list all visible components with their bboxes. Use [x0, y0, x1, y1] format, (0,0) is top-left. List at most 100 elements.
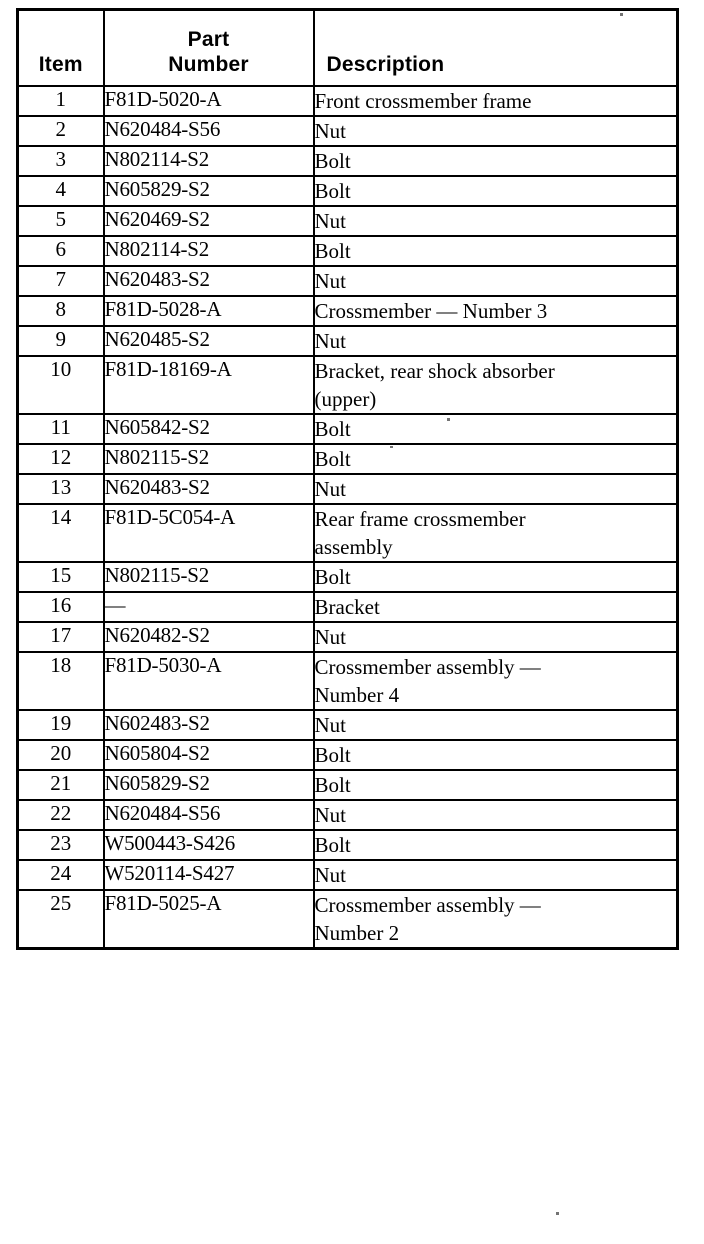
scan-speckle: [390, 446, 393, 448]
cell-part-number: N620485-S2: [102, 325, 315, 357]
cell-item: 9: [16, 325, 105, 357]
column-header-item-label: Item: [38, 53, 83, 76]
cell-part-number: F81D-5028-A: [102, 295, 315, 327]
cell-description: Nut: [312, 859, 679, 891]
cell-part-number: N605829-S2: [102, 769, 315, 801]
cell-part-number: N802115-S2: [102, 443, 315, 475]
cell-part-number: F81D-5020-A: [102, 85, 315, 117]
table-header: Item Part Number Description: [16, 8, 679, 87]
description-line: Number 2: [314, 921, 400, 945]
cell-part-number: N802115-S2: [102, 561, 315, 593]
cell-description: Crossmember — Number 3: [312, 295, 679, 327]
description-line: Bolt: [314, 179, 351, 203]
cell-item: 4: [16, 175, 105, 207]
cell-item: 13: [16, 473, 105, 505]
cell-item: 19: [16, 709, 105, 741]
column-header-part-number: Part Number: [102, 8, 315, 87]
cell-item: 11: [16, 413, 105, 445]
cell-description: Nut: [312, 205, 679, 237]
cell-description: Bolt: [312, 829, 679, 861]
description-line: Nut: [314, 119, 347, 143]
cell-description: Bracket, rear shock absorber(upper): [312, 355, 679, 415]
description-line: Bolt: [314, 833, 351, 857]
cell-part-number: F81D-18169-A: [102, 355, 315, 415]
cell-item: 25: [16, 889, 105, 950]
column-header-description-label: Description: [326, 53, 445, 76]
cell-item: 14: [16, 503, 105, 563]
cell-item: 22: [16, 799, 105, 831]
description-line: Bolt: [314, 149, 351, 173]
description-line: Bolt: [314, 239, 351, 263]
cell-description: Nut: [312, 473, 679, 505]
cell-part-number: N605829-S2: [102, 175, 315, 207]
description-line: assembly: [314, 535, 393, 559]
cell-description: Nut: [312, 115, 679, 147]
cell-item: 8: [16, 295, 105, 327]
cell-part-number: N605842-S2: [102, 413, 315, 445]
description-line: Bracket, rear shock absorber: [314, 359, 555, 383]
cell-item: 20: [16, 739, 105, 771]
description-line: Nut: [314, 625, 347, 649]
cell-description: Bolt: [312, 443, 679, 475]
column-header-part-number-line1: Part: [187, 28, 230, 51]
description-line: Bolt: [314, 743, 351, 767]
description-line: Nut: [314, 477, 347, 501]
cell-item: 15: [16, 561, 105, 593]
cell-part-number: W520114-S427: [102, 859, 315, 891]
cell-item: 12: [16, 443, 105, 475]
description-line: Bolt: [314, 565, 351, 589]
description-line: Bolt: [314, 447, 351, 471]
description-line: Nut: [314, 329, 347, 353]
table-header-row: Item Part Number Description: [16, 8, 679, 87]
cell-description: Bolt: [312, 561, 679, 593]
cell-item: 7: [16, 265, 105, 297]
description-line: Crossmember assembly —: [314, 655, 541, 679]
cell-part-number: N620484-S56: [102, 115, 315, 147]
cell-item: 16: [16, 591, 105, 623]
cell-item: 1: [16, 85, 105, 117]
cell-part-number: N602483-S2: [102, 709, 315, 741]
description-line: Rear frame crossmember: [314, 507, 526, 531]
table-row: 16—Bracket: [16, 591, 679, 623]
description-line: Nut: [314, 863, 347, 887]
column-header-description: Description: [312, 8, 679, 87]
description-line: Nut: [314, 209, 347, 233]
cell-part-number: N620484-S56: [102, 799, 315, 831]
cell-part-number: F81D-5030-A: [102, 651, 315, 711]
description-line: Number 4: [314, 683, 400, 707]
description-line: Bolt: [314, 773, 351, 797]
column-header-part-number-label: Part Number: [105, 27, 313, 77]
cell-item: 10: [16, 355, 105, 415]
cell-item: 24: [16, 859, 105, 891]
cell-item: 17: [16, 621, 105, 653]
scan-speckle: [447, 418, 450, 421]
description-line: Bolt: [314, 417, 351, 441]
cell-part-number: N802114-S2: [102, 235, 315, 267]
cell-part-number: N605804-S2: [102, 739, 315, 771]
description-line: Front crossmember frame: [314, 89, 532, 113]
cell-description: Crossmember assembly —Number 2: [312, 889, 679, 950]
cell-description: Crossmember assembly — Number 4: [312, 651, 679, 711]
cell-description: Bolt: [312, 235, 679, 267]
cell-description: Bolt: [312, 145, 679, 177]
cell-description: Bolt: [312, 413, 679, 445]
cell-part-number: W500443-S426: [102, 829, 315, 861]
cell-description: Bolt: [312, 769, 679, 801]
column-header-part-number-line2: Number: [168, 53, 249, 76]
